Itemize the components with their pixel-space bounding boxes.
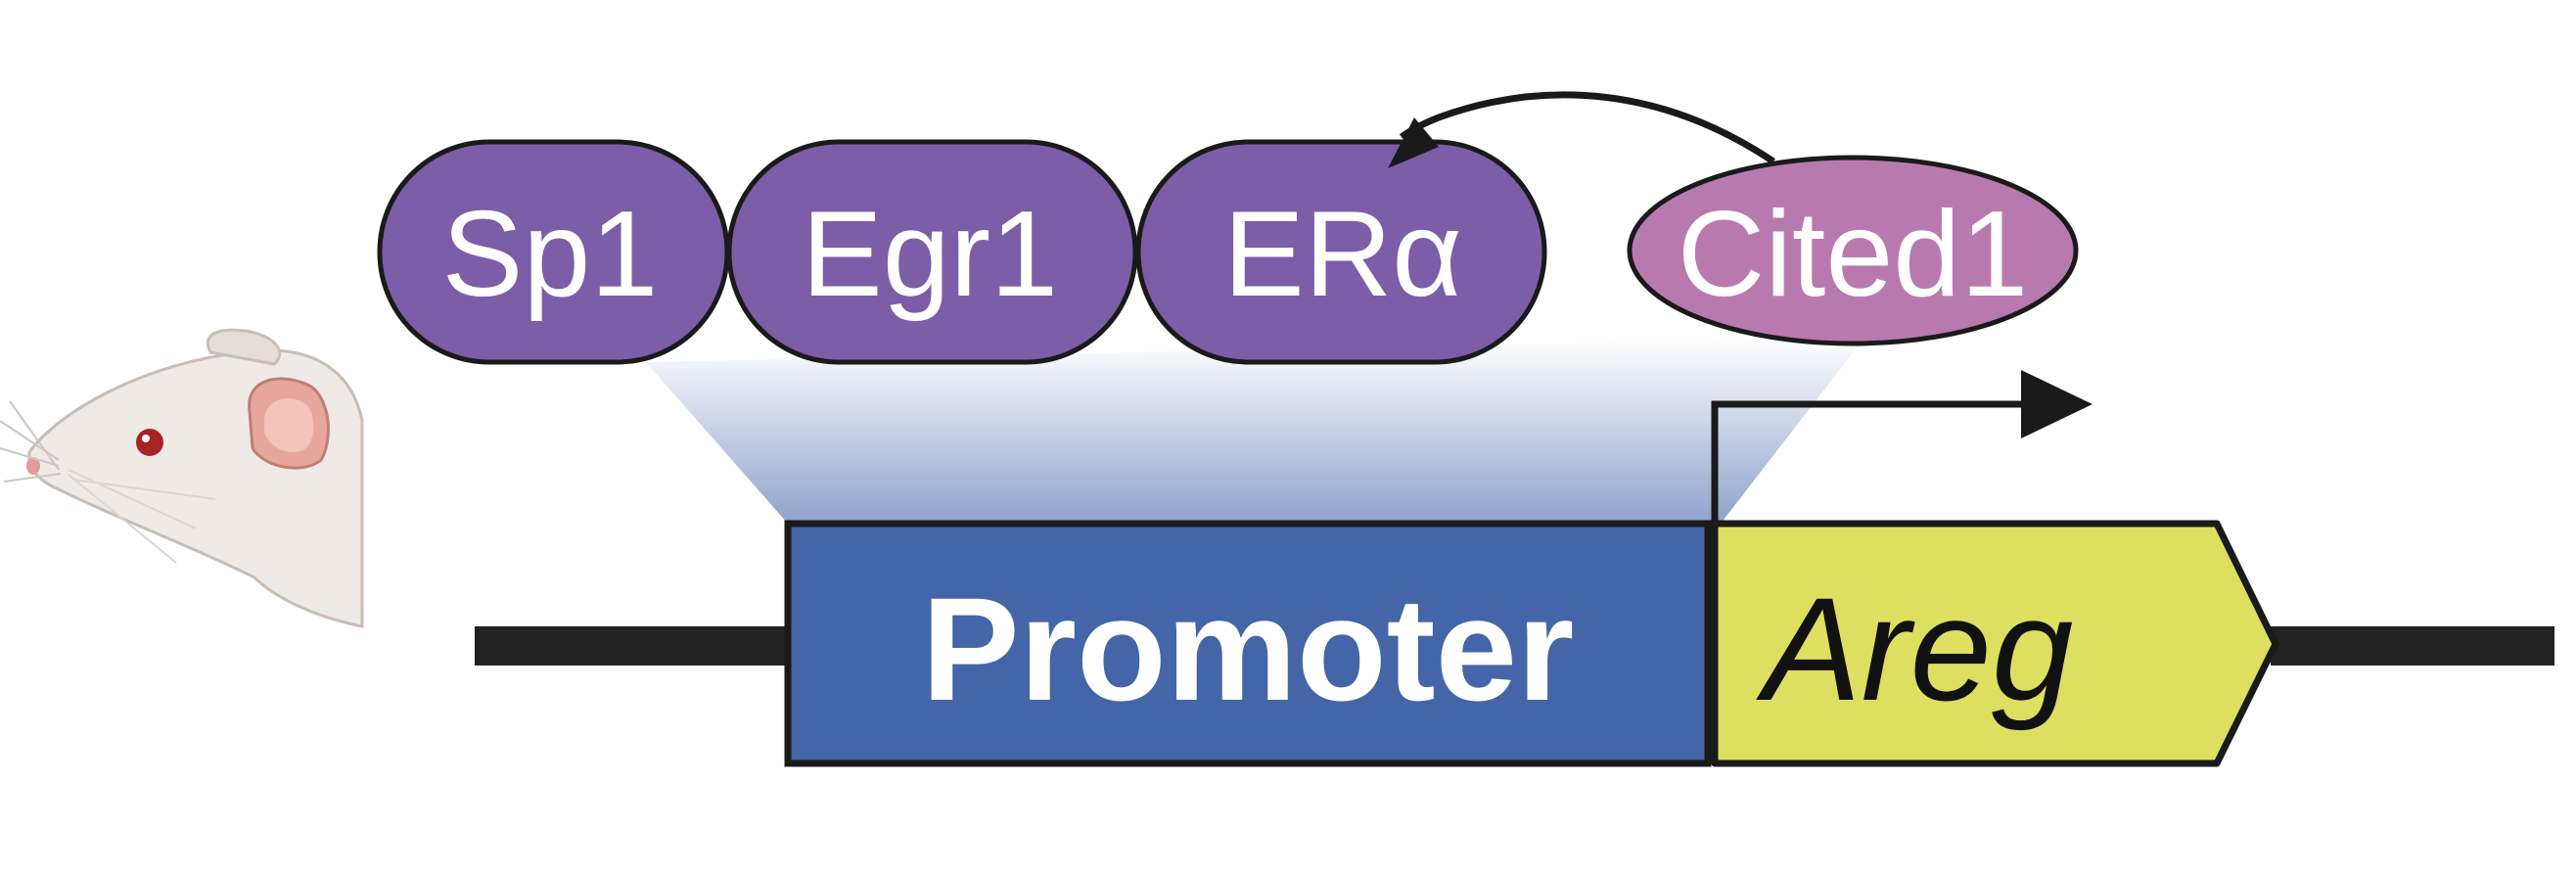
tf-egr1: Egr1: [726, 139, 1138, 365]
coactivator-label: Cited1: [1678, 187, 2028, 322]
tf-egr1-label: Egr1: [802, 187, 1058, 322]
binding-funnel: [646, 338, 1864, 524]
tf-era-label: ERα: [1223, 187, 1462, 322]
coactivator-cited1: Cited1: [1627, 155, 2079, 346]
dna-strand-left: [475, 626, 788, 666]
tf-sp1-label: Sp1: [442, 187, 659, 322]
tf-era: ERα: [1135, 139, 1547, 365]
gene-box: [1711, 520, 2279, 767]
promoter-label: Promoter: [922, 567, 1575, 731]
promoter-box: [784, 520, 1712, 767]
curved-arrow-icon: [1388, 91, 1775, 168]
gene-label: Areg: [1756, 567, 2074, 731]
dna-strand-right: [2271, 626, 2554, 666]
tf-sp1: Sp1: [377, 139, 730, 365]
mouse-icon: [0, 328, 364, 628]
transcription-start-arrow-icon: [1711, 370, 2093, 524]
